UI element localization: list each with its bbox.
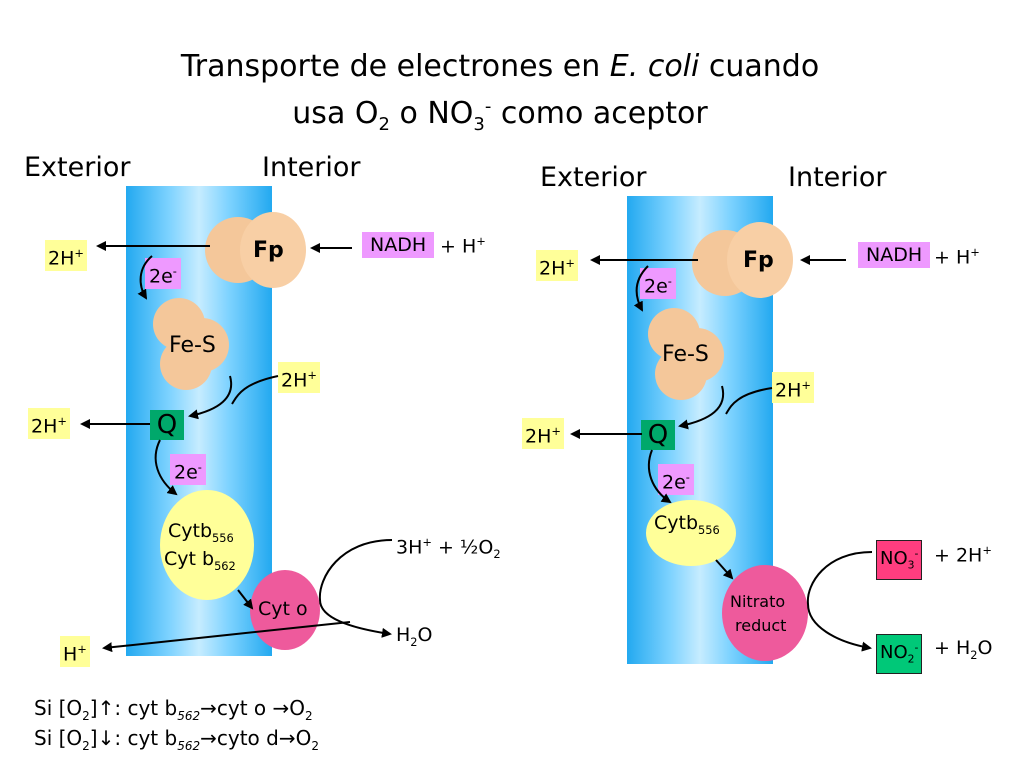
left-arrow-fp-to-fes bbox=[137, 255, 153, 300]
left-arrow-o2-reduction bbox=[318, 539, 393, 638]
right-nadh-box: NADH bbox=[858, 242, 931, 268]
left-cytb562-label: Cyt b562 bbox=[164, 548, 236, 573]
right-cytb-complex bbox=[646, 500, 736, 566]
left-arrow-fes-to-q bbox=[188, 375, 233, 420]
left-exterior-label: Exterior bbox=[24, 152, 131, 183]
right-nitrate-box: NO3- bbox=[876, 540, 923, 580]
left-interior-label: Interior bbox=[262, 152, 361, 183]
right-proton-in: 2H+ bbox=[772, 372, 814, 404]
right-arrow-q-to-cytb bbox=[647, 449, 672, 504]
right-arrow-fes-to-q bbox=[678, 385, 725, 430]
left-h2o-label: H2O bbox=[396, 624, 433, 649]
right-nadh-rest: + H+ bbox=[934, 245, 980, 269]
left-electrons-1: 2e- bbox=[145, 258, 181, 290]
title-organism: E. coli bbox=[609, 49, 700, 84]
right-interior-label: Interior bbox=[788, 162, 887, 193]
title-superscript: - bbox=[484, 96, 492, 117]
title-text: usa O bbox=[292, 96, 379, 131]
title-line-1: Transporte de electrones en E. coli cuan… bbox=[0, 48, 1000, 86]
left-fp-complex bbox=[240, 212, 306, 288]
title-subscript: 2 bbox=[378, 114, 390, 135]
right-proton-out-2: 2H+ bbox=[522, 418, 564, 450]
right-arrow-nitrate-reduction bbox=[806, 551, 873, 652]
title-text: Transporte de electrones en bbox=[180, 49, 610, 84]
footer-line-1: Si [O2]↑: cyt b562→cyt o →O2 bbox=[34, 696, 313, 723]
left-fes-complex bbox=[160, 338, 212, 390]
right-arrow-fp-to-fes bbox=[633, 265, 649, 312]
right-electrons-2: 2e- bbox=[658, 464, 694, 496]
title-text: o NO bbox=[389, 96, 474, 131]
right-exterior-label: Exterior bbox=[540, 162, 647, 193]
left-cytb-complex bbox=[160, 490, 254, 600]
left-proton-out-2: 2H+ bbox=[28, 408, 70, 440]
left-proton-out-3: H+ bbox=[60, 636, 90, 668]
right-nitrato-complex bbox=[722, 565, 808, 661]
left-arrow-proton-in bbox=[231, 375, 279, 405]
right-quinone: Q bbox=[641, 420, 675, 450]
footer-line-2: Si [O2]↓: cyt b562→cyto d→O2 bbox=[34, 726, 319, 753]
right-fes-complex bbox=[655, 348, 707, 400]
right-fp-complex bbox=[727, 222, 793, 298]
right-nitrite-box: NO2- bbox=[876, 634, 923, 674]
title-text: cuando bbox=[699, 49, 820, 84]
left-nadh-box: NADH bbox=[362, 232, 435, 258]
right-cytb556-label: Cytb556 bbox=[654, 512, 720, 537]
left-arrow-proton-out-3 bbox=[102, 621, 351, 653]
right-arrow-proton-in bbox=[725, 387, 773, 415]
left-cyto-complex bbox=[250, 570, 320, 650]
right-fes-label: Fe-S bbox=[662, 342, 709, 367]
right-electrons-1: 2e- bbox=[640, 268, 676, 300]
right-proton-out-1: 2H+ bbox=[536, 250, 578, 282]
left-quinone: Q bbox=[150, 410, 184, 440]
left-fp-label: Fp bbox=[253, 238, 284, 263]
right-arrow-cytb-to-nitrato bbox=[715, 559, 734, 580]
left-electrons-2: 2e- bbox=[170, 454, 206, 486]
left-nadh-rest: + H+ bbox=[440, 234, 486, 258]
left-cyto-label: Cyt o bbox=[258, 598, 308, 620]
left-proton-out-1: 2H+ bbox=[45, 240, 87, 272]
right-nitrato-label-2: reduct bbox=[735, 616, 787, 635]
left-arrow-cytb-to-cyto bbox=[237, 589, 254, 610]
left-cytb556-label: Cytb556 bbox=[168, 520, 234, 545]
left-o2-label: 3H+ + ½O2 bbox=[396, 535, 501, 562]
right-nitrato-label-1: Nitrato bbox=[730, 592, 786, 611]
left-fes-label: Fe-S bbox=[169, 333, 216, 358]
right-nitrite-rest: + H2O bbox=[934, 637, 993, 662]
title-line-2: usa O2 o NO3- como aceptor bbox=[0, 88, 1000, 144]
right-nitrate-rest: + 2H+ bbox=[934, 543, 992, 567]
right-fp-label: Fp bbox=[743, 248, 774, 273]
title-text: como aceptor bbox=[491, 96, 708, 131]
title-subscript: 3 bbox=[473, 114, 485, 135]
left-proton-in: 2H+ bbox=[278, 362, 320, 394]
left-arrow-q-to-cytb bbox=[154, 439, 178, 496]
